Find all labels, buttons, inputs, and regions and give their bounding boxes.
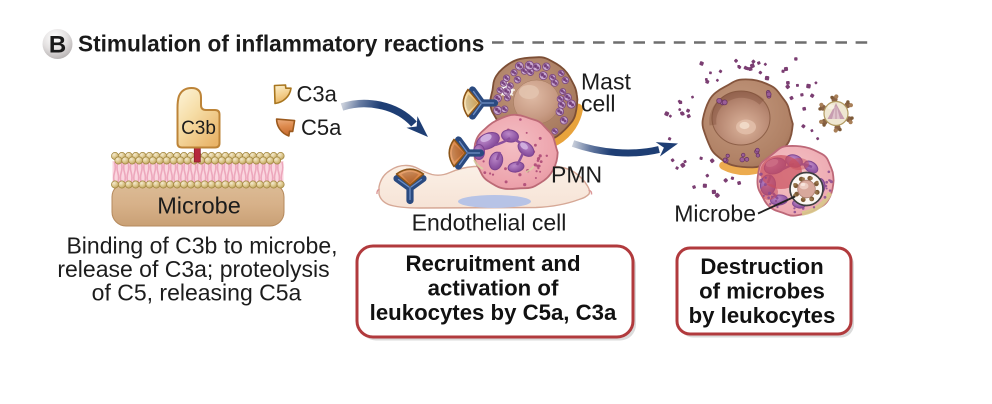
svg-text:of C5, releasing C5a: of C5, releasing C5a — [92, 280, 302, 306]
svg-text:Binding of C3b to microbe,: Binding of C3b to microbe, — [66, 233, 337, 259]
svg-text:Stimulation of inflammatory re: Stimulation of inflammatory reactions — [78, 31, 484, 57]
svg-text:PMN: PMN — [551, 162, 602, 188]
svg-text:Microbe: Microbe — [674, 201, 756, 227]
svg-text:Microbe: Microbe — [157, 193, 241, 219]
svg-text:activation of: activation of — [428, 276, 559, 301]
svg-text:Mast: Mast — [581, 69, 631, 95]
svg-text:C3b: C3b — [181, 118, 216, 139]
svg-text:Recruitment and: Recruitment and — [405, 251, 580, 276]
svg-text:C3a: C3a — [297, 82, 338, 107]
svg-text:Destruction: Destruction — [700, 254, 823, 279]
svg-text:leukocytes by C5a, C3a: leukocytes by C5a, C3a — [370, 300, 617, 325]
svg-text:cell: cell — [581, 91, 616, 117]
svg-text:B: B — [49, 32, 66, 59]
svg-text:C5a: C5a — [301, 115, 342, 140]
svg-text:Endothelial cell: Endothelial cell — [412, 210, 567, 236]
svg-text:release of C3a; proteolysis: release of C3a; proteolysis — [57, 256, 329, 282]
svg-text:by leukocytes: by leukocytes — [689, 303, 836, 328]
svg-text:of microbes: of microbes — [699, 279, 825, 304]
